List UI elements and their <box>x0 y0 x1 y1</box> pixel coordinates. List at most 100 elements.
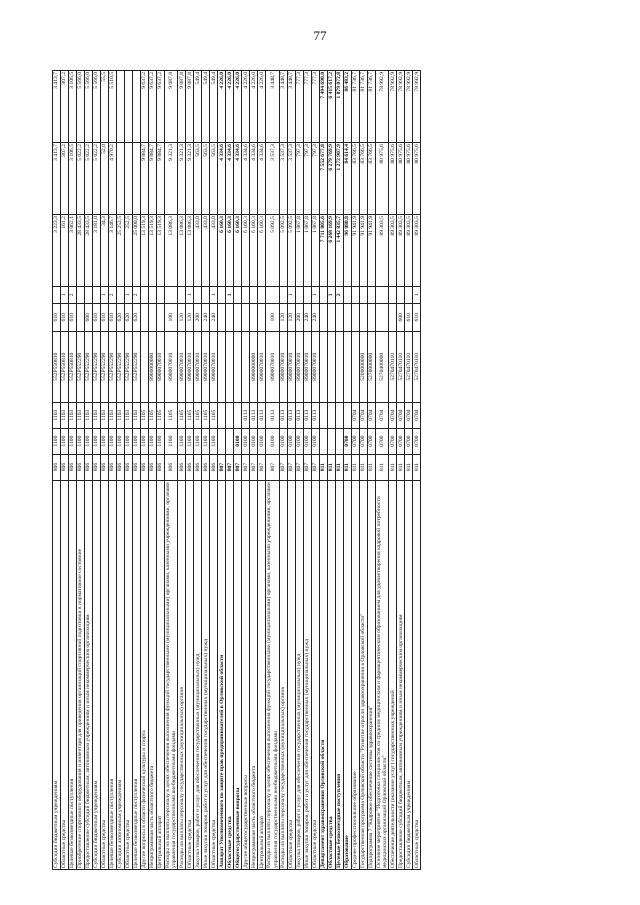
amount-year-1: 6 160,3 <box>257 214 266 287</box>
row-name: Областные средства <box>60 480 69 870</box>
expense-type-code: 120 <box>287 303 296 332</box>
subsection-code <box>319 402 328 429</box>
amount-year-1: 25 000,0 <box>132 214 141 287</box>
amount-year-2: 4 334,6 <box>241 142 250 215</box>
target-item-code: 8900070010 <box>209 331 218 403</box>
target-item-code: 8900070010 <box>201 331 210 403</box>
section-code: 1100 <box>52 428 61 455</box>
section-code: 0100 <box>295 428 304 455</box>
expense-type-code: 610 <box>92 303 101 332</box>
row-name: Другие общегосударственные вопросы <box>241 480 250 870</box>
expense-type-code <box>148 303 157 332</box>
target-item-code: 5270470110 <box>412 331 421 403</box>
table-row: Обеспечение деятельности (оказание услуг… <box>388 70 397 870</box>
target-item-code: 552Р550810 <box>60 331 69 403</box>
amount-year-3: 307,2 <box>60 70 69 143</box>
table-row: Государственная программа Орловской обла… <box>359 70 368 870</box>
amount-year-2: 80 975,6 <box>396 142 405 215</box>
amount-year-3 <box>132 70 141 143</box>
row-name: Предоставление субсидий бюджетным, автон… <box>84 480 93 870</box>
target-item-code: 552Р552290 <box>108 331 117 403</box>
source-flag: 2 <box>68 286 77 304</box>
table-row: Закупка товаров, работ и услуг для обесп… <box>193 70 202 870</box>
expense-type-code: 200 <box>295 303 304 332</box>
amount-year-2: 7 552 677,8 <box>319 142 328 215</box>
subsection-code <box>225 402 234 429</box>
section-code: 1100 <box>185 428 194 455</box>
target-item-code: 8900070010 <box>257 331 266 403</box>
row-name: Расходы на выплаты персоналу в целях обе… <box>265 480 280 870</box>
row-name: Основное мероприятие "Подготовка специал… <box>375 480 389 870</box>
target-item-code: 552Р552290 <box>100 331 109 403</box>
source-flag <box>404 286 413 304</box>
target-item-code: 8900070010 <box>193 331 202 403</box>
source-flag <box>76 286 85 304</box>
ved-code: 806 <box>140 454 149 481</box>
expense-type-code <box>335 303 344 332</box>
amount-year-3: 3 448,7 <box>287 70 296 143</box>
source-flag: 2 <box>108 286 117 304</box>
amount-year-2: 563,5 <box>209 142 218 215</box>
source-flag: 1 <box>225 286 234 304</box>
expense-type-code: 610 <box>404 303 413 332</box>
expense-type-code: 610 <box>68 303 77 332</box>
row-name: Обеспечение деятельности (оказание услуг… <box>388 480 397 870</box>
row-name: Приобретение спортивного оборудования и … <box>76 480 85 870</box>
amount-year-1: 28 433,5 <box>84 214 93 287</box>
row-name: Областные средства <box>412 480 421 870</box>
amount-year-3: 777,3 <box>303 70 312 143</box>
section-code: 1100 <box>76 428 85 455</box>
source-flag <box>295 286 304 304</box>
source-flag: 2 <box>335 286 344 304</box>
amount-year-3: 9 637,2 <box>156 70 165 143</box>
amount-year-3: 549,4 <box>193 70 202 143</box>
amount-year-3: 5 510,5 <box>108 70 117 143</box>
ved-code: 807 <box>257 454 266 481</box>
subsection-code <box>233 402 242 429</box>
expense-type-code: 620 <box>132 303 141 332</box>
subsection-code: 1103 <box>84 402 93 429</box>
target-item-code: 552Р552290 <box>92 331 101 403</box>
source-flag: 1 <box>311 286 320 304</box>
subsection-code: 1103 <box>116 402 125 429</box>
section-code <box>225 428 234 455</box>
section-code: 1100 <box>68 428 77 455</box>
table-row: Иные закупки товаров, работ и услуг для … <box>303 70 312 870</box>
source-flag <box>177 286 186 304</box>
expense-type-code <box>319 303 328 332</box>
target-item-code <box>241 331 250 403</box>
amount-year-3: 4 226,0 <box>233 70 242 143</box>
expense-type-code <box>375 303 389 332</box>
amount-year-3: 4 226,0 <box>257 70 266 143</box>
section-code: 0100 <box>241 428 250 455</box>
amount-year-2: 9 884,7 <box>156 142 165 215</box>
amount-year-1: 91 941,9 <box>359 214 368 287</box>
amount-year-2: 3 537,3 <box>265 142 280 215</box>
target-item-code: 8900070010 <box>177 331 186 403</box>
amount-year-2: 4 334,6 <box>257 142 266 215</box>
ved-code: 811 <box>396 454 405 481</box>
amount-year-2 <box>132 142 141 215</box>
ved-code: 806 <box>108 454 117 481</box>
section-code: 1100 <box>193 428 202 455</box>
amount-year-3: 549,4 <box>209 70 218 143</box>
ved-code: 811 <box>359 454 368 481</box>
row-name: Расходы на выплаты персоналу государстве… <box>279 480 288 870</box>
amount-year-1: 6 160,3 <box>233 214 242 287</box>
amount-year-1: 6 160,3 <box>225 214 234 287</box>
expense-type-code: 610 <box>60 303 69 332</box>
page-number: 77 <box>313 28 327 43</box>
amount-year-1: 3 062,1 <box>68 214 77 287</box>
amount-year-2: 9 321,3 <box>164 142 178 215</box>
row-name: Иные закупки товаров, работ и услуг для … <box>201 480 210 870</box>
subsection-code: 0113 <box>303 402 312 429</box>
amount-year-3: 78 992,9 <box>396 70 405 143</box>
expense-type-code <box>249 303 258 332</box>
amount-year-1: 28 433,5 <box>76 214 85 287</box>
